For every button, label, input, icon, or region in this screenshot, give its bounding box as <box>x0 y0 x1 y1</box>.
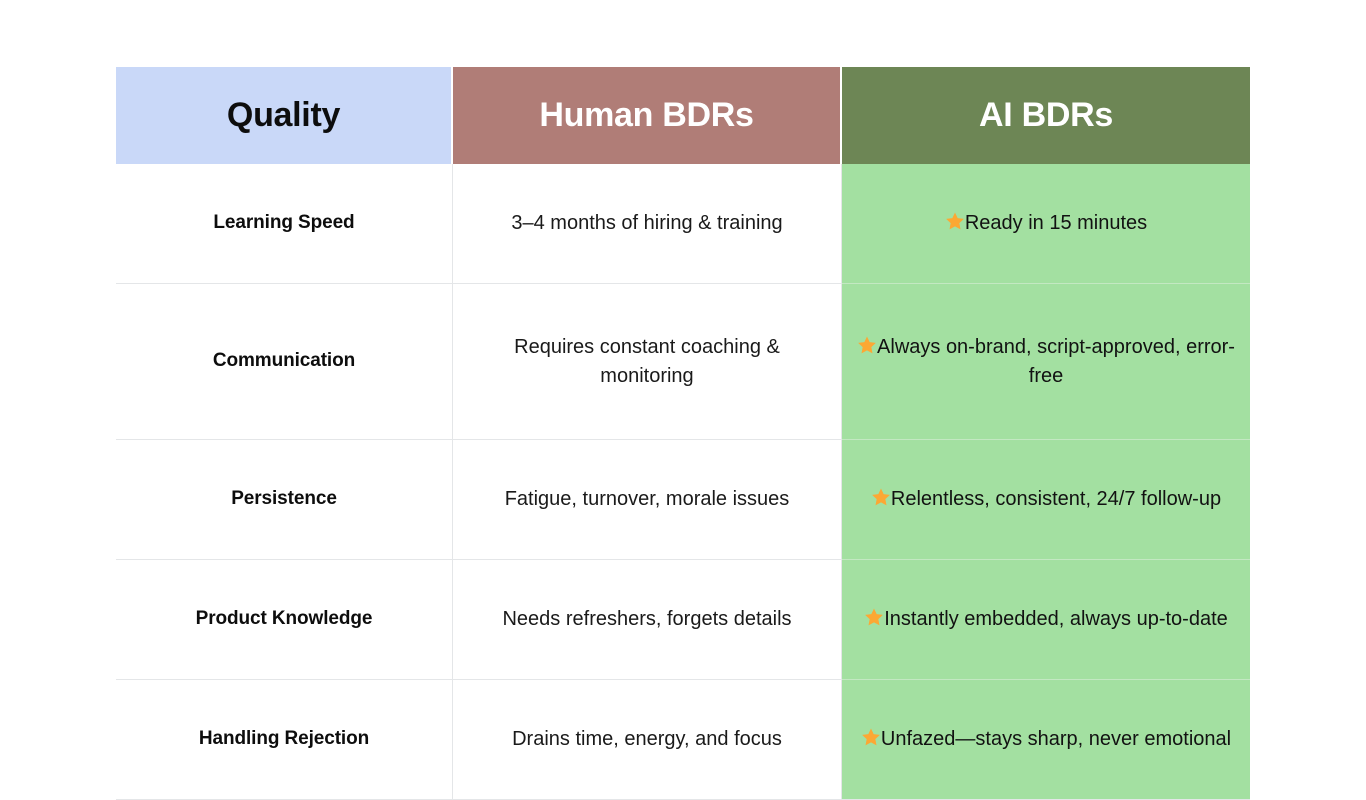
cell-ai: Relentless, consistent, 24/7 follow-up <box>842 440 1250 560</box>
star-icon <box>945 211 965 231</box>
table-row: Persistence Fatigue, turnover, morale is… <box>116 440 1250 560</box>
cell-ai-text: Instantly embedded, always up-to-date <box>884 608 1228 631</box>
cell-ai-text: Unfazed—stays sharp, never emotional <box>880 728 1232 751</box>
cell-ai: Unfazed—stays sharp, never emotional <box>842 680 1250 800</box>
column-header-ai-bdrs: AI BDRs <box>842 67 1250 164</box>
table-header: Quality Human BDRs AI BDRs <box>116 67 1250 164</box>
cell-human: Drains time, energy, and focus <box>453 680 842 800</box>
cell-quality: Persistence <box>116 440 453 560</box>
table-body: Learning Speed 3–4 months of hiring & tr… <box>116 164 1250 800</box>
cell-ai-text: Relentless, consistent, 24/7 follow-up <box>890 488 1222 511</box>
column-header-quality: Quality <box>116 67 453 164</box>
cell-ai: Instantly embedded, always up-to-date <box>842 560 1250 680</box>
table-row: Communication Requires constant coaching… <box>116 284 1250 440</box>
cell-ai-text: Ready in 15 minutes <box>964 212 1148 235</box>
table-row: Handling Rejection Drains time, energy, … <box>116 680 1250 800</box>
comparison-table-container: Quality Human BDRs AI BDRs Learning Spee… <box>116 67 1250 800</box>
header-row: Quality Human BDRs AI BDRs <box>116 67 1250 164</box>
cell-ai-text: Always on-brand, script-approved, error-… <box>877 336 1235 387</box>
cell-human: Fatigue, turnover, morale issues <box>453 440 842 560</box>
column-header-human-bdrs: Human BDRs <box>453 67 842 164</box>
cell-human: Requires constant coaching & monitoring <box>453 284 842 440</box>
star-icon <box>864 607 884 627</box>
cell-quality: Handling Rejection <box>116 680 453 800</box>
cell-quality: Product Knowledge <box>116 560 453 680</box>
slide-canvas: Quality Human BDRs AI BDRs Learning Spee… <box>116 67 1250 800</box>
cell-ai: Always on-brand, script-approved, error-… <box>842 284 1250 440</box>
cell-quality: Learning Speed <box>116 164 453 284</box>
table-row: Product Knowledge Needs refreshers, forg… <box>116 560 1250 680</box>
table-row: Learning Speed 3–4 months of hiring & tr… <box>116 164 1250 284</box>
cell-human: 3–4 months of hiring & training <box>453 164 842 284</box>
star-icon <box>857 335 877 355</box>
comparison-table: Quality Human BDRs AI BDRs Learning Spee… <box>116 67 1250 800</box>
star-icon <box>861 727 881 747</box>
star-icon <box>871 487 891 507</box>
cell-human: Needs refreshers, forgets details <box>453 560 842 680</box>
cell-quality: Communication <box>116 284 453 440</box>
cell-ai: Ready in 15 minutes <box>842 164 1250 284</box>
